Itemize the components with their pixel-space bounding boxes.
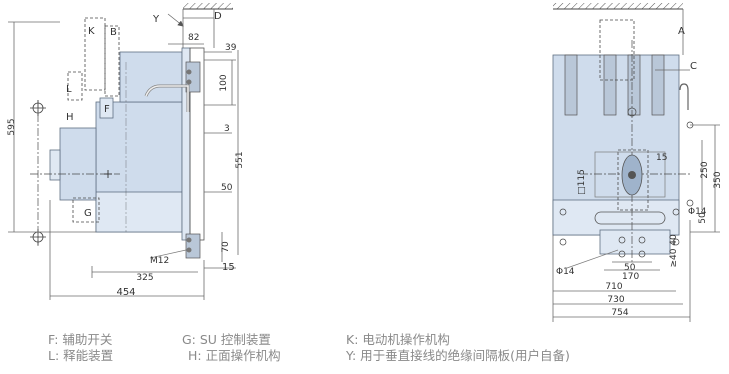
legend-y: Y: 用于垂直接线的绝缘间隔板(用户自备): [346, 348, 570, 363]
dim-50-bottom: 50: [624, 263, 636, 273]
legend-k: K: 电动机操作机构: [346, 332, 450, 347]
dim-39: 39: [225, 43, 237, 53]
dim-551: 551: [235, 151, 245, 168]
dim-50: 50: [221, 183, 233, 193]
label-y: Y: [152, 14, 160, 25]
dim-phi14-b: Φ14: [556, 267, 575, 277]
dim-170: 170: [622, 272, 639, 282]
dim-115: □115: [577, 169, 587, 195]
label-g: G: [84, 208, 92, 219]
dim-100: 100: [219, 74, 229, 91]
release-device-outline: [67, 71, 83, 101]
label-d: D: [214, 11, 222, 22]
label-l: L: [66, 84, 72, 95]
legend-h: H: 正面操作机构: [188, 348, 281, 363]
dim-350: 350: [713, 171, 723, 188]
ceiling-hatch-right: [553, 3, 683, 9]
label-h: H: [66, 112, 74, 123]
label-m12: M12: [150, 256, 169, 266]
dim-454: 454: [116, 287, 135, 298]
dim-754: 754: [611, 308, 628, 318]
front-view: A C 350 250 □115 15 Φ14 50 40 ≥40 Φ14 50…: [552, 3, 723, 322]
legend-l: L: 释能装置: [48, 348, 114, 363]
dim-3: 3: [224, 124, 230, 134]
dim-325: 325: [136, 273, 153, 283]
legend-f: F: 辅助开关: [48, 332, 113, 347]
aux-switch-block: [99, 97, 114, 119]
label-a: A: [678, 26, 685, 37]
front-panel: [59, 127, 97, 201]
dim-ge40: ≥40: [669, 248, 679, 267]
dim-40: 40: [669, 234, 679, 246]
label-f: F: [104, 104, 110, 115]
dim-250: 250: [700, 161, 710, 178]
dim-710: 710: [605, 282, 622, 292]
dim-70: 70: [221, 241, 231, 253]
label-c: C: [690, 61, 697, 72]
breaker-top: [119, 51, 183, 103]
label-k: K: [88, 26, 95, 37]
dim-50-right: 50: [698, 212, 708, 224]
dim-phi14-a: Φ14: [688, 207, 707, 217]
breaker-base: [95, 191, 183, 233]
dim-82: 82: [188, 33, 199, 43]
legend-g: G: SU 控制装置: [182, 332, 271, 347]
label-b: B: [110, 27, 117, 38]
su-control-outline: [72, 197, 100, 223]
dim-15: 15: [222, 262, 235, 273]
handle: [49, 149, 61, 181]
dim-730: 730: [607, 295, 624, 305]
ceiling-hatch: [183, 3, 233, 9]
dim-595: 595: [7, 118, 17, 135]
dim-15-right: 15: [656, 153, 667, 163]
side-view: 595 551 100 82 39 3 50 70 15 M12 325: [7, 3, 245, 300]
